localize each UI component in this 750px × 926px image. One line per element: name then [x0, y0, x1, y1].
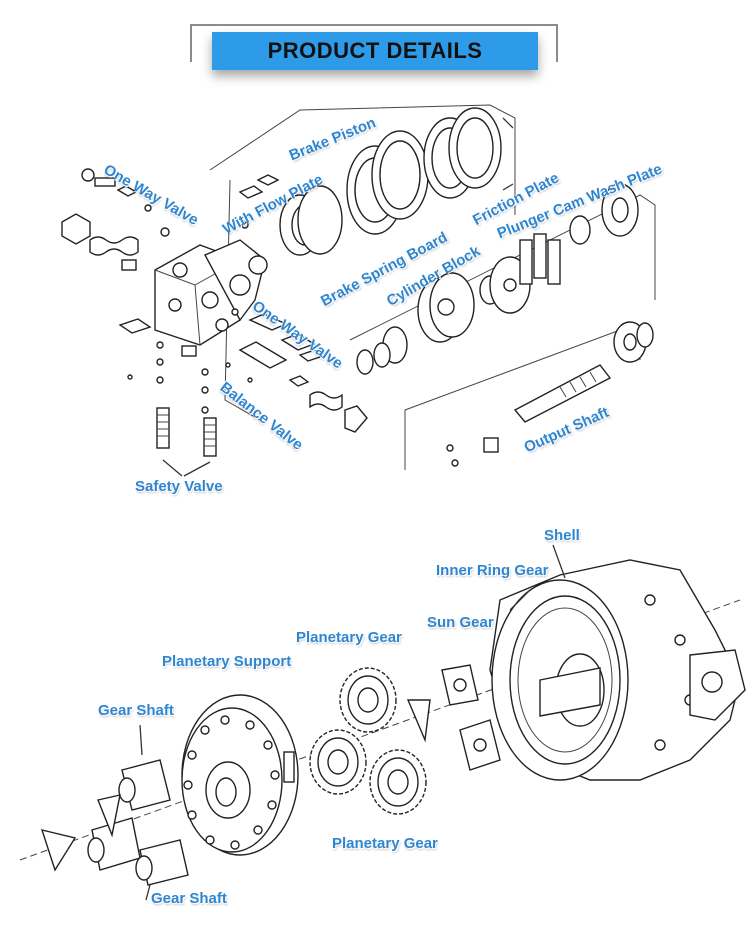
- brake-piston-rings: [346, 107, 514, 235]
- page-title: PRODUCT DETAILS: [212, 32, 538, 70]
- label-gear-shaft-bottom: Gear Shaft: [151, 890, 227, 907]
- safety-valve-parts: [156, 407, 217, 477]
- triangle-plates: [406, 664, 501, 771]
- axis-line: [19, 599, 741, 861]
- flow-plate-parts: [225, 185, 368, 433]
- cylinder-block-parts: [356, 183, 639, 375]
- header-frame: [190, 24, 558, 62]
- label-shell: Shell: [544, 527, 580, 544]
- valve-block: [154, 239, 266, 346]
- label-safety-valve: Safety Valve: [135, 478, 223, 495]
- output-shaft-parts: [446, 321, 654, 467]
- label-inner-ring-gear: Inner Ring Gear: [436, 562, 549, 579]
- label-planetary-gear-bottom: Planetary Gear: [332, 835, 438, 852]
- label-planetary-support: Planetary Support: [162, 653, 292, 670]
- gear-shafts: [40, 724, 189, 901]
- label-planetary-gear-top: Planetary Gear: [296, 629, 402, 646]
- label-gear-shaft-top: Gear Shaft: [98, 702, 174, 719]
- shell-part: [489, 544, 746, 781]
- label-sun-gear: Sun Gear: [427, 614, 494, 631]
- planetary-support: [181, 694, 299, 856]
- small-parts-left: [61, 168, 280, 414]
- planetary-gears: [309, 667, 427, 815]
